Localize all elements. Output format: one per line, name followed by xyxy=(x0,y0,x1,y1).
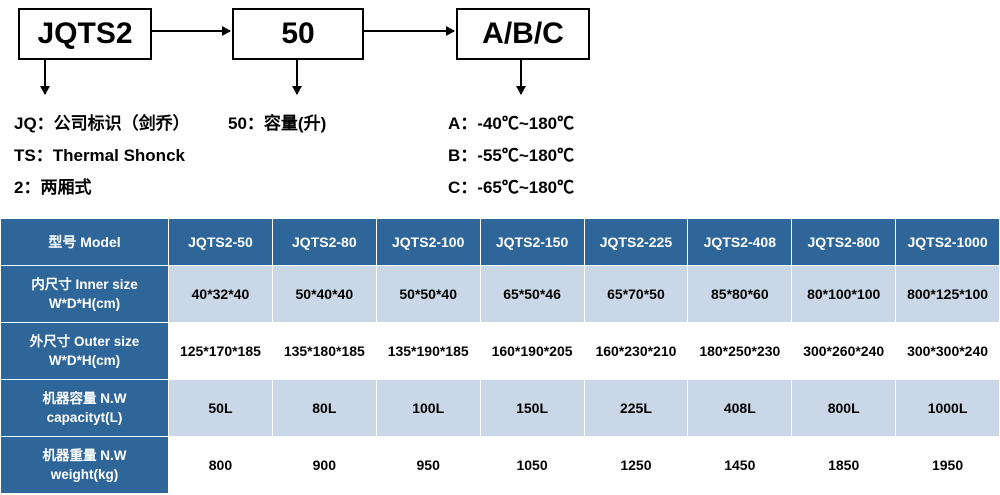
table-cell: 50*50*40 xyxy=(375,265,481,323)
table-cell: 800*125*100 xyxy=(895,265,1000,323)
table-cell: 150L xyxy=(479,379,585,437)
arrow-right-icon xyxy=(362,26,455,36)
table-cell: 180*250*230 xyxy=(687,322,793,380)
table-cell: 50L xyxy=(168,379,273,437)
table-cell: 1000L xyxy=(895,379,1000,437)
legend-line: 2：两厢式 xyxy=(14,178,92,197)
table-cell: 800L xyxy=(791,379,897,437)
table-cell: 50*40*40 xyxy=(271,265,377,323)
legend-line: TS：Thermal Shonck xyxy=(14,146,185,165)
row-label-line2: capacityt(L) xyxy=(46,410,123,425)
row-label-line2: W*D*H(cm) xyxy=(48,296,121,311)
arrow-down-icon xyxy=(292,58,302,95)
row-label: 内尺寸 Inner size W*D*H(cm) xyxy=(0,265,169,323)
table-header-cell: JQTS2-80 xyxy=(271,218,377,266)
row-label-line1: 外尺寸 Outer size xyxy=(29,334,140,349)
table-cell: 85*80*60 xyxy=(687,265,793,323)
row-label: 机器容量 N.W capacityt(L) xyxy=(0,379,169,437)
table-cell: 135*190*185 xyxy=(375,322,481,380)
row-label-line1: 内尺寸 Inner size xyxy=(31,277,138,292)
code-box-prefix: JQTS2 xyxy=(18,8,152,60)
table-cell: 80L xyxy=(271,379,377,437)
table-header-cell: JQTS2-150 xyxy=(479,218,585,266)
table-cell: 80*100*100 xyxy=(791,265,897,323)
table-header-row: 型号 Model JQTS2-50 JQTS2-80 JQTS2-100 JQT… xyxy=(0,218,1000,266)
table-cell: 1850 xyxy=(791,436,897,494)
table-cell: 950 xyxy=(375,436,481,494)
legend-capacity: 50：容量(升) xyxy=(228,108,326,140)
table-header-cell: JQTS2-800 xyxy=(791,218,897,266)
legend-line: JQ：公司标识（剑乔） xyxy=(14,114,190,133)
row-label-line2: W*D*H(cm) xyxy=(48,353,121,368)
model-code-diagram: JQTS2 50 A/B/C JQ：公司标识（剑乔） TS：Thermal Sh… xyxy=(0,0,1000,210)
table-cell: 1950 xyxy=(895,436,1000,494)
row-label-line2: weight(kg) xyxy=(50,467,119,482)
table-header-cell: 型号 Model xyxy=(0,218,169,266)
arrow-down-icon xyxy=(40,58,50,95)
table-cell: 1250 xyxy=(583,436,689,494)
legend-line: A：-40℃~180℃ xyxy=(448,114,575,133)
table-row: 机器容量 N.W capacityt(L) 50L 80L 100L 150L … xyxy=(0,379,1000,437)
table-cell: 135*180*185 xyxy=(271,322,377,380)
table-cell: 300*260*240 xyxy=(791,322,897,380)
row-label-line1: 机器重量 N.W xyxy=(42,448,127,463)
table-cell: 160*190*205 xyxy=(479,322,585,380)
legend-temperature: A：-40℃~180℃ B：-55℃~180℃ C：-65℃~180℃ xyxy=(448,108,574,204)
table-cell: 65*50*46 xyxy=(479,265,585,323)
legend-line: C：-65℃~180℃ xyxy=(448,178,575,197)
table-cell: 800 xyxy=(168,436,273,494)
table-header-cell: JQTS2-225 xyxy=(583,218,689,266)
table-header-cell: JQTS2-100 xyxy=(375,218,481,266)
table-cell: 40*32*40 xyxy=(168,265,273,323)
table-cell: 900 xyxy=(271,436,377,494)
table-header-cell: JQTS2-408 xyxy=(687,218,793,266)
table-cell: 300*300*240 xyxy=(895,322,1000,380)
arrow-down-icon xyxy=(516,58,526,95)
row-label: 外尺寸 Outer size W*D*H(cm) xyxy=(0,322,169,380)
table-cell: 160*230*210 xyxy=(583,322,689,380)
table-cell: 65*70*50 xyxy=(583,265,689,323)
table-header-cell: JQTS2-50 xyxy=(168,218,273,266)
table-row: 机器重量 N.W weight(kg) 800 900 950 1050 125… xyxy=(0,436,1000,494)
table-row: 外尺寸 Outer size W*D*H(cm) 125*170*185 135… xyxy=(0,322,1000,380)
table-cell: 100L xyxy=(375,379,481,437)
table-cell: 1450 xyxy=(687,436,793,494)
specification-table: 型号 Model JQTS2-50 JQTS2-80 JQTS2-100 JQT… xyxy=(0,218,1000,494)
legend-line: 50：容量(升) xyxy=(228,114,327,133)
arrow-right-icon xyxy=(150,26,231,36)
code-box-capacity: 50 xyxy=(232,8,364,60)
row-label-line1: 机器容量 N.W xyxy=(42,391,127,406)
legend-prefix: JQ：公司标识（剑乔） TS：Thermal Shonck 2：两厢式 xyxy=(14,108,190,204)
legend-line: B：-55℃~180℃ xyxy=(448,146,575,165)
table-cell: 225L xyxy=(583,379,689,437)
row-label: 机器重量 N.W weight(kg) xyxy=(0,436,169,494)
table-row: 内尺寸 Inner size W*D*H(cm) 40*32*40 50*40*… xyxy=(0,265,1000,323)
table-cell: 125*170*185 xyxy=(168,322,273,380)
table-header-cell: JQTS2-1000 xyxy=(895,218,1000,266)
table-cell: 1050 xyxy=(479,436,585,494)
table-cell: 408L xyxy=(687,379,793,437)
code-box-temperature: A/B/C xyxy=(456,8,590,60)
